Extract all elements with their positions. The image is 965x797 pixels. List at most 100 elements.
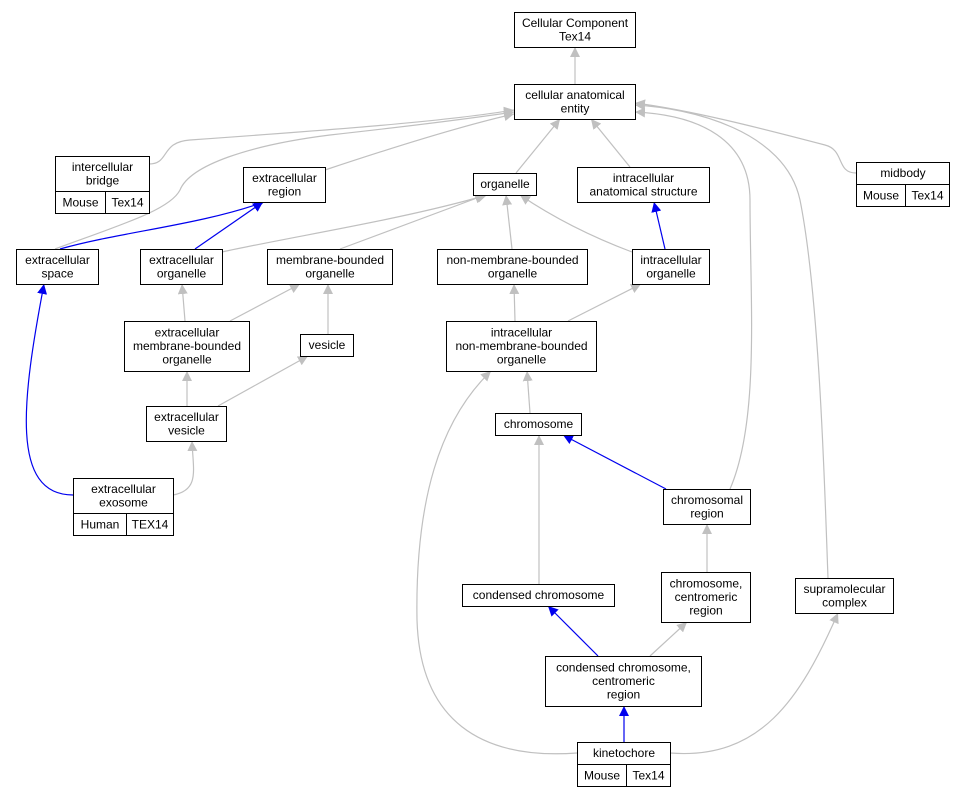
species-tag-row: Mouse Tex14 — [577, 764, 671, 787]
node-vesicle[interactable]: vesicle — [300, 334, 354, 357]
node-box — [300, 334, 354, 357]
edge-part-of-extracellular-organelle-to-extracellular-region — [194, 201, 264, 250]
node-label-line: centromeric — [592, 674, 655, 688]
edge-part-of-intracellular-organelle-to-intracellular-anatomical-structure — [651, 201, 666, 250]
species-tag-row: Human TEX14 — [73, 513, 174, 536]
edge-is-a-supramolecular-complex-to-cellular-anatomical-entity — [634, 100, 829, 579]
node-label-line: organelle — [497, 353, 547, 367]
node-label-line: organelle — [305, 266, 355, 280]
node-box — [663, 489, 751, 525]
node-label-line: membrane-bounded — [276, 253, 384, 267]
node-label-line: region — [689, 604, 722, 618]
node-box — [795, 578, 894, 614]
gene-cell — [126, 513, 174, 536]
node-label-line: intracellular — [491, 326, 552, 340]
node-label-line: region — [268, 184, 301, 198]
node-label-line: region — [690, 506, 723, 520]
species-label: Human — [81, 518, 120, 532]
node-label-line: supramolecular — [803, 582, 885, 596]
gene-cell — [626, 764, 671, 787]
node-label-line: anatomical structure — [589, 184, 697, 198]
node-box — [632, 249, 710, 285]
node-label-line: Cellular Component — [522, 16, 629, 30]
edge-is-a-non-membrane-bounded-organelle-to-organelle — [502, 194, 513, 250]
edge-is-a-extracellular-region-to-cellular-anatomical-entity — [324, 111, 515, 171]
node-label-line: kinetochore — [593, 746, 655, 760]
node-label-line: vesicle — [168, 423, 205, 437]
edge-is-a-intercellular-bridge-to-cellular-anatomical-entity — [148, 106, 515, 165]
node-box — [545, 656, 702, 707]
node-label-line: extracellular — [252, 171, 317, 185]
edge-is-a-intracellular-non-membrane-bounded-organelle-to-intracellular-organelle — [567, 283, 642, 322]
node-box — [473, 173, 537, 196]
edge-is-a-extracellular-vesicle-to-vesicle — [217, 355, 309, 407]
node-box — [446, 321, 597, 372]
edge-is-a-extracellular-space-to-cellular-anatomical-entity — [54, 108, 515, 250]
node-label-line: chromosomal — [671, 493, 743, 507]
edge-is-a-organelle-to-cellular-anatomical-entity — [515, 118, 561, 174]
node-label-line: organelle — [162, 353, 212, 367]
node-label-line: cellular anatomical — [525, 88, 624, 102]
node-box — [514, 12, 636, 48]
node-chromosome[interactable]: chromosome — [495, 413, 582, 436]
species-label: Mouse — [62, 196, 98, 210]
node-label-line: intracellular — [640, 253, 701, 267]
node-organelle[interactable]: organelle — [473, 173, 537, 196]
node-box — [140, 249, 223, 285]
species-tag-row: Mouse Tex14 — [55, 191, 150, 214]
gene-label: TEX14 — [132, 518, 169, 532]
node-label-line: space — [41, 266, 73, 280]
edge-is-a-intracellular-organelle-to-organelle — [519, 194, 633, 253]
edge-is-a-chromosome-to-intracellular-non-membrane-bounded-organelle — [522, 370, 533, 414]
gene-cell — [105, 191, 150, 214]
node-box — [124, 321, 250, 372]
edge-part-of-extracellular-exosome-to-extracellular-space — [25, 283, 74, 496]
edge-is-a-extracellular-membrane-bounded-organelle-to-membrane-bounded-organelle — [229, 283, 301, 322]
node-condensed-chromosome[interactable]: condensed chromosome — [462, 584, 615, 607]
node-label-line: chromosome — [504, 417, 574, 431]
node-label-line: extracellular — [155, 326, 220, 340]
node-label-line: condensed chromosome, — [556, 661, 691, 675]
node-label-line: exosome — [99, 495, 148, 509]
node-box — [243, 167, 326, 203]
node-label-line: region — [607, 688, 640, 702]
edge-is-a-extracellular-organelle-to-organelle — [221, 192, 488, 253]
node-label-line: midbody — [880, 166, 925, 180]
gene-label: Tex14 — [911, 189, 943, 203]
node-box — [146, 406, 227, 442]
node-label-line: entity — [561, 101, 590, 115]
node-box — [16, 249, 99, 285]
node-label-line: non-membrane-bounded — [446, 253, 578, 267]
node-label-line: organelle — [480, 177, 530, 191]
edge-is-a-kinetochore-to-supramolecular-complex — [669, 612, 839, 755]
species-label: Mouse — [584, 769, 620, 783]
gene-label: Tex14 — [632, 769, 664, 783]
node-label-line: extracellular — [91, 482, 156, 496]
edge-is-a-midbody-to-cellular-anatomical-entity — [634, 99, 857, 174]
edge-is-a-intracellular-anatomical-structure-to-cellular-anatomical-entity — [590, 118, 631, 168]
node-label-line: complex — [822, 595, 867, 609]
node-intracellular-non-membrane-bounded-organelle[interactable]: intracellularnon-membrane-boundedorganel… — [446, 321, 597, 372]
node-box — [514, 84, 636, 120]
gene-label: Tex14 — [111, 196, 143, 210]
